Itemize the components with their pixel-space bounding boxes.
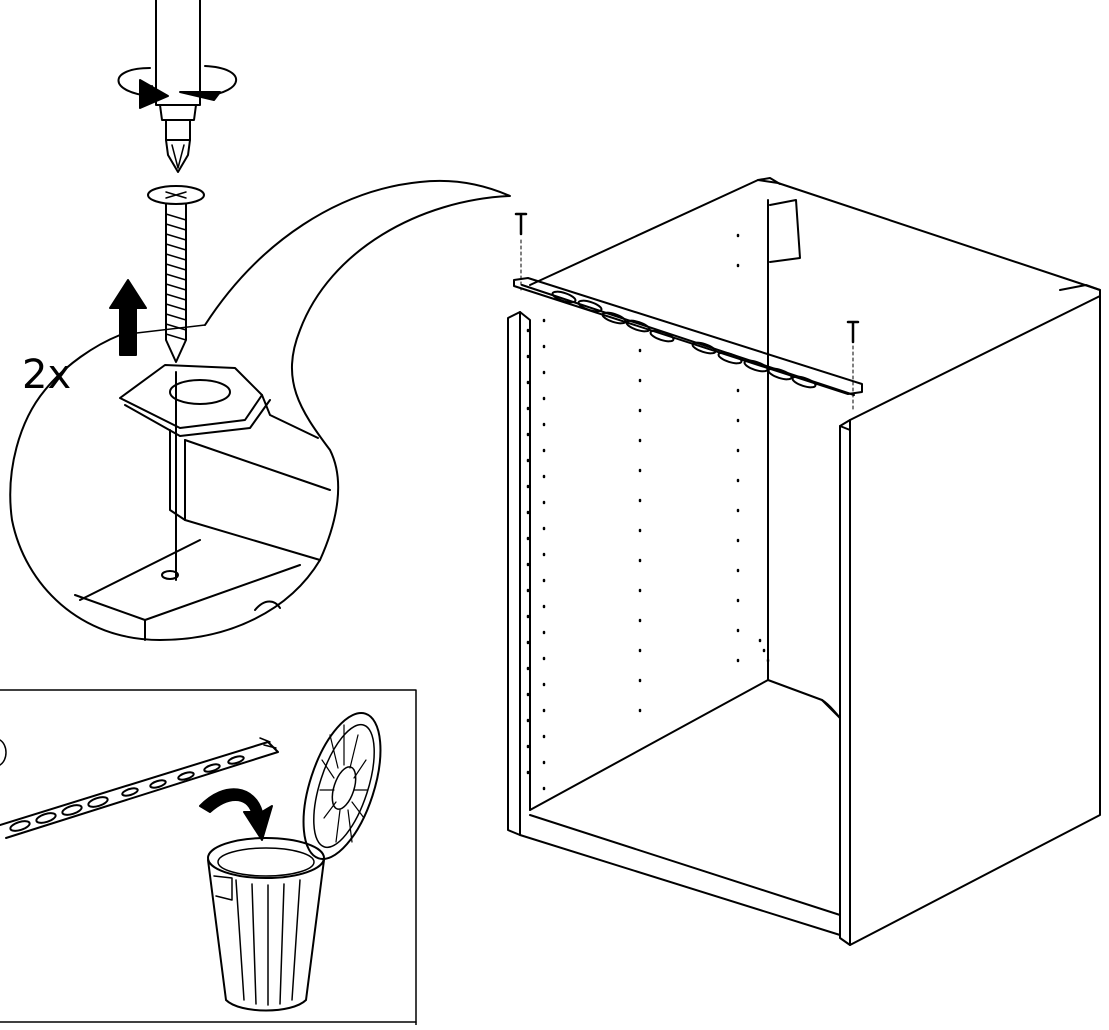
detail-view xyxy=(9,0,511,641)
detail-callout-outline xyxy=(9,179,511,641)
bracket-detail xyxy=(74,364,331,641)
left-side-panel xyxy=(507,311,521,836)
inset-view xyxy=(0,689,417,1026)
top-rail xyxy=(513,277,863,396)
discard-arrow-icon xyxy=(199,788,273,841)
cabinet-main-view xyxy=(507,177,1101,946)
screwdriver-icon xyxy=(155,0,201,173)
inset-frame xyxy=(0,689,417,1026)
rotate-clockwise-icon xyxy=(117,65,237,109)
rail-icon xyxy=(0,737,279,839)
screw-right-icon xyxy=(846,320,860,344)
trash-bin-icon xyxy=(207,712,382,1012)
screw-left-icon xyxy=(514,212,528,236)
right-side-panel xyxy=(839,295,1101,946)
bottom-panel xyxy=(529,679,769,811)
screw-icon xyxy=(147,185,205,363)
remove-arrow-icon xyxy=(109,279,147,356)
quantity-label: 2x xyxy=(22,352,72,398)
